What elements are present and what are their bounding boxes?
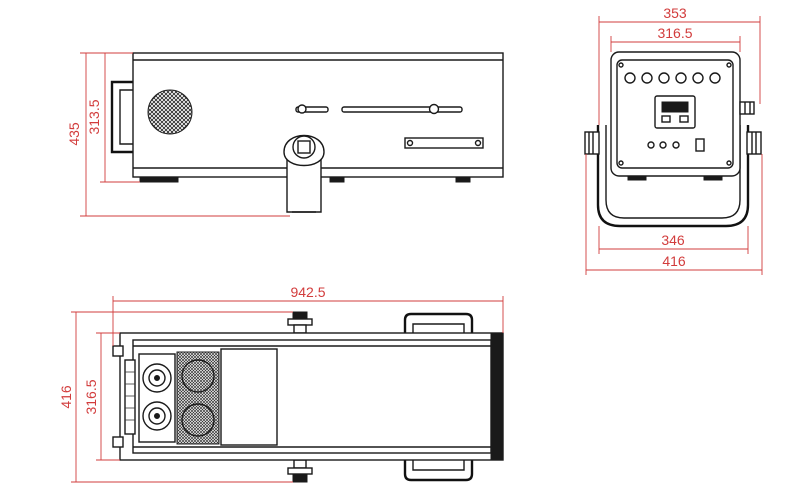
top-access-panel (220, 348, 278, 446)
top-fan-lower (142, 401, 172, 431)
top-fan-housing (138, 353, 176, 443)
zoom-slot (341, 106, 463, 113)
dim-label-side-height-body: 313.5 (86, 99, 102, 134)
dim-label-front-width-outer: 353 (663, 5, 687, 21)
top-knob-lower (293, 459, 307, 469)
dim-label-side-height-total: 435 (66, 122, 82, 146)
top-view: 942.5 416 316.5 (58, 284, 504, 483)
side-foot-left (139, 176, 179, 183)
top-rear-clip-lower (112, 436, 124, 448)
front-bracket (596, 125, 750, 228)
side-foot-right (455, 176, 471, 183)
front-knob-right (746, 131, 762, 155)
front-knob-left (584, 131, 600, 155)
top-handle-upper (403, 312, 474, 333)
front-control-dot (647, 141, 655, 149)
dim-label-top-length: 942.5 (290, 284, 325, 300)
front-connector (739, 101, 755, 115)
side-vent-grille (147, 89, 193, 135)
front-switch (695, 138, 705, 152)
top-handle-lower (403, 460, 474, 482)
focus-slot (295, 106, 329, 113)
dim-label-top-width-total: 416 (58, 385, 74, 409)
top-vent-grille (176, 351, 220, 445)
front-view: 353 316.5 346 416 (584, 5, 763, 275)
dim-label-top-width-body: 316.5 (83, 379, 99, 414)
dim-label-front-width-total: 416 (662, 253, 686, 269)
side-label-plate (404, 137, 484, 149)
dim-label-front-width-inner: 316.5 (657, 25, 692, 41)
front-button-row (624, 72, 721, 84)
dim-label-front-bracket-width: 346 (661, 232, 685, 248)
side-handle (110, 80, 133, 154)
top-fan-upper (142, 363, 172, 393)
side-view: 435 313.5 (66, 52, 504, 217)
top-rear-clip-upper (112, 345, 124, 357)
